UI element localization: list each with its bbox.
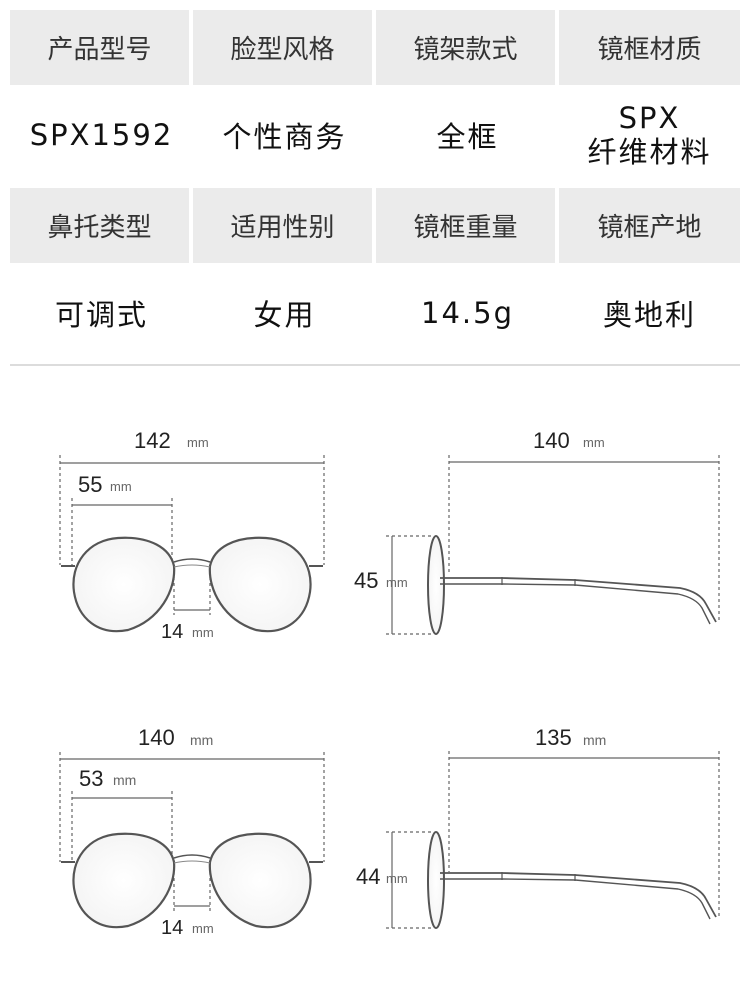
total-width-unit-b: mm bbox=[190, 732, 213, 748]
right-lens-b bbox=[208, 832, 312, 929]
spec-value-frame-material-line-1: SPX bbox=[618, 101, 681, 135]
bridge-b bbox=[173, 854, 211, 859]
table-bottom-divider bbox=[10, 364, 740, 366]
spec-header-face-style: 脸型风格 bbox=[193, 10, 376, 85]
spec-header-gender: 适用性别 bbox=[193, 188, 376, 263]
bridge-unit-b: mm bbox=[192, 921, 214, 936]
spec-value-row-1: SPX1592 个性商务 全框 SPX 纤维材料 bbox=[10, 85, 740, 185]
temple-length-unit-b: mm bbox=[583, 732, 606, 748]
lens-width-value-b: 53 bbox=[79, 766, 103, 791]
temple-arm-inner-b bbox=[440, 878, 711, 920]
bridge-value-a: 14 bbox=[161, 621, 183, 643]
spec-value-nose-pad: 可调式 bbox=[10, 263, 193, 363]
temple-length-value-b: 135 bbox=[535, 725, 572, 750]
spec-header-nose-pad: 鼻托类型 bbox=[10, 188, 193, 263]
spec-value-frame-type: 全框 bbox=[376, 85, 559, 185]
front-view-a-labels: 142 mm 55 mm 14 mm bbox=[78, 428, 214, 643]
left-lens-b bbox=[72, 832, 176, 929]
bridge-value-b: 14 bbox=[161, 917, 183, 939]
front-view-b bbox=[59, 752, 325, 929]
lens-height-unit-a: mm bbox=[386, 575, 408, 590]
temple-arm-b bbox=[440, 872, 717, 918]
spec-header-frame-type: 镜架款式 bbox=[376, 10, 559, 85]
front-view-a bbox=[59, 455, 325, 633]
spec-value-frame-material: SPX 纤维材料 bbox=[559, 85, 740, 185]
bridge-a bbox=[173, 558, 211, 563]
lens-width-value-a: 55 bbox=[78, 472, 102, 497]
spec-value-frame-material-line-2: 纤维材料 bbox=[587, 135, 712, 169]
lens-width-unit-b: mm bbox=[113, 772, 136, 788]
temple-length-unit-a: mm bbox=[583, 435, 605, 450]
left-lens-a bbox=[72, 536, 176, 633]
lens-width-unit-a: mm bbox=[110, 479, 132, 494]
front-view-b-labels: 140 mm 53 mm 14 mm bbox=[79, 725, 214, 939]
side-view-b-labels: 135 mm 44 mm bbox=[356, 725, 606, 889]
spec-header-origin: 镜框产地 bbox=[559, 188, 740, 263]
spec-header-frame-material: 镜框材质 bbox=[559, 10, 740, 85]
lens-height-unit-b: mm bbox=[386, 871, 408, 886]
side-lens-b bbox=[427, 831, 445, 929]
total-width-value-b: 140 bbox=[138, 725, 175, 750]
spec-value-row-2: 可调式 女用 14.5g 奥地利 bbox=[10, 263, 740, 363]
spec-value-face-style: 个性商务 bbox=[193, 85, 376, 185]
spec-header-model: 产品型号 bbox=[10, 10, 193, 85]
temple-length-value-a: 140 bbox=[533, 428, 570, 453]
side-view-b bbox=[386, 751, 720, 929]
total-width-value-a: 142 bbox=[134, 428, 171, 453]
spec-value-weight: 14.5g bbox=[376, 263, 559, 363]
lens-height-value-a: 45 bbox=[354, 568, 378, 593]
spec-header-weight: 镜框重量 bbox=[376, 188, 559, 263]
spec-header-row-2: 鼻托类型 适用性别 镜框重量 镜框产地 bbox=[10, 188, 740, 263]
bridge-lower-a bbox=[173, 564, 211, 568]
side-lens-a bbox=[427, 535, 445, 635]
bridge-lower-b bbox=[173, 860, 211, 864]
spec-header-row-1: 产品型号 脸型风格 镜架款式 镜框材质 bbox=[10, 10, 740, 85]
spec-value-gender: 女用 bbox=[193, 263, 376, 363]
temple-arm-a bbox=[440, 577, 717, 623]
bridge-unit-a: mm bbox=[192, 625, 214, 640]
spec-value-origin: 奥地利 bbox=[559, 263, 740, 363]
lens-height-value-b: 44 bbox=[356, 864, 380, 889]
temple-arm-inner-a bbox=[440, 583, 711, 625]
spec-table: 产品型号 脸型风格 镜架款式 镜框材质 SPX1592 个性商务 全框 SPX … bbox=[10, 10, 740, 363]
right-lens-a bbox=[208, 536, 312, 633]
spec-value-model: SPX1592 bbox=[10, 85, 193, 185]
total-width-unit-a: mm bbox=[187, 435, 209, 450]
side-view-a-labels: 140 mm 45 mm bbox=[354, 428, 605, 593]
side-view-a bbox=[386, 455, 720, 635]
